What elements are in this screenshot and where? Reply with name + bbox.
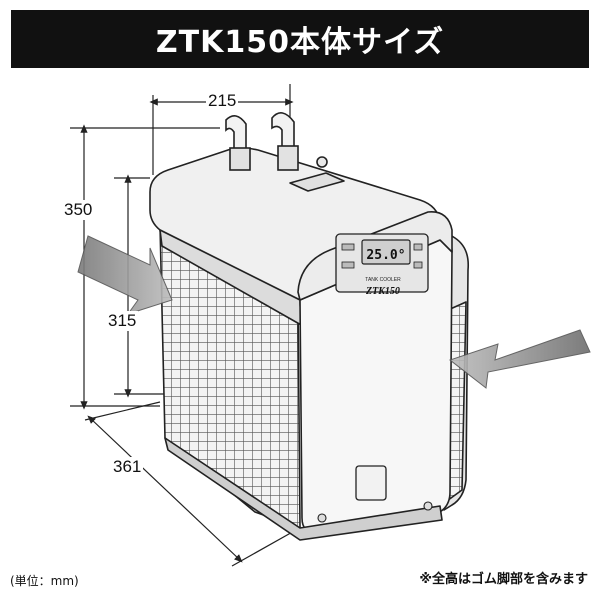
airflow-exhaust-arrow	[448, 329, 591, 389]
dimension-body-height-label: 315	[106, 311, 139, 331]
front-screw-right	[423, 501, 433, 511]
unit-note: (単位：mm)	[10, 574, 79, 588]
dimension-total-height-label: 350	[62, 200, 95, 220]
front-screw-left	[317, 513, 327, 523]
dimension-depth-label: 361	[111, 457, 144, 477]
dimension-width-label: 215	[206, 91, 239, 111]
control-panel	[335, 233, 429, 293]
pipe-fittings	[225, 112, 328, 171]
panel-display-value: 25.0°	[366, 248, 405, 263]
panel-brand-small: TANK COOLER	[365, 277, 401, 283]
front-inspection-window	[355, 465, 387, 501]
panel-model-label: ZTK150	[365, 286, 400, 297]
page-title: ZTK150本体サイズ	[11, 10, 589, 68]
airflow-intake-arrow	[77, 235, 173, 315]
height-note: ※全高はゴム脚部を含みます	[419, 572, 588, 587]
chiller-body	[149, 147, 470, 541]
